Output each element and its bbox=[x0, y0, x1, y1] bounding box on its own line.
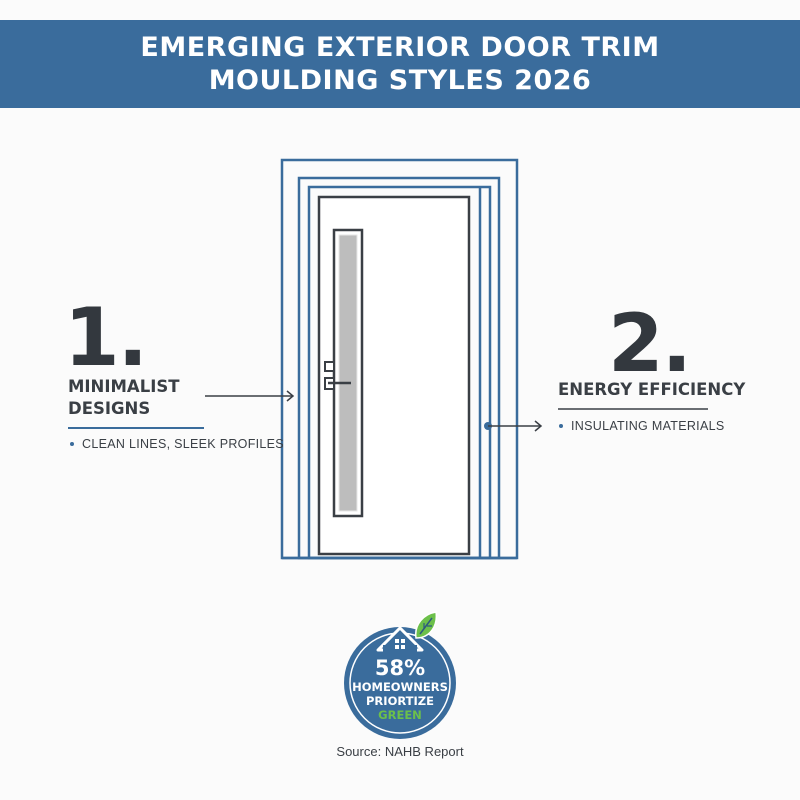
item-1-number: 1. bbox=[64, 291, 148, 384]
bullet-dot bbox=[70, 442, 74, 446]
arrow-from-door bbox=[484, 420, 543, 432]
house-icon bbox=[376, 626, 424, 655]
item-1-bullet-text: CLEAN LINES, SLEEK PROFILES bbox=[82, 437, 284, 451]
item-2-divider bbox=[558, 408, 708, 410]
door-glass bbox=[338, 234, 358, 512]
item-1-bullet: CLEAN LINES, SLEEK PROFILES bbox=[70, 437, 284, 451]
item-1-heading-line1: MINIMALIST bbox=[68, 377, 180, 396]
badge-line-2: PRIORTIZE bbox=[366, 694, 434, 708]
item-1-heading-line2: DESIGNS bbox=[68, 399, 151, 418]
item-2-number: 2. bbox=[608, 297, 692, 390]
badge-stat: 58% bbox=[374, 656, 426, 680]
item-2-heading: ENERGY EFFICIENCY bbox=[558, 380, 746, 399]
title-line-2: MOULDING STYLES 2026 bbox=[208, 65, 592, 96]
green-badge bbox=[344, 611, 456, 739]
title-line-1: EMERGING EXTERIOR DOOR TRIM bbox=[140, 32, 660, 63]
door-handle-icon bbox=[324, 361, 351, 390]
title-banner: EMERGING EXTERIOR DOOR TRIM MOULDING STY… bbox=[0, 20, 800, 108]
item-1-divider bbox=[68, 427, 204, 429]
item-2-bullet-text: INSULATING MATERIALS bbox=[571, 419, 725, 433]
leaf-icon bbox=[415, 611, 438, 639]
item-2-bullet: INSULATING MATERIALS bbox=[559, 419, 724, 433]
bullet-dot bbox=[559, 424, 563, 428]
badge-line-1: HOMEOWNERS bbox=[352, 680, 448, 694]
source-citation: Source: NAHB Report bbox=[336, 744, 464, 759]
arrow-to-door bbox=[205, 390, 295, 402]
badge-line-3: GREEN bbox=[378, 708, 422, 722]
